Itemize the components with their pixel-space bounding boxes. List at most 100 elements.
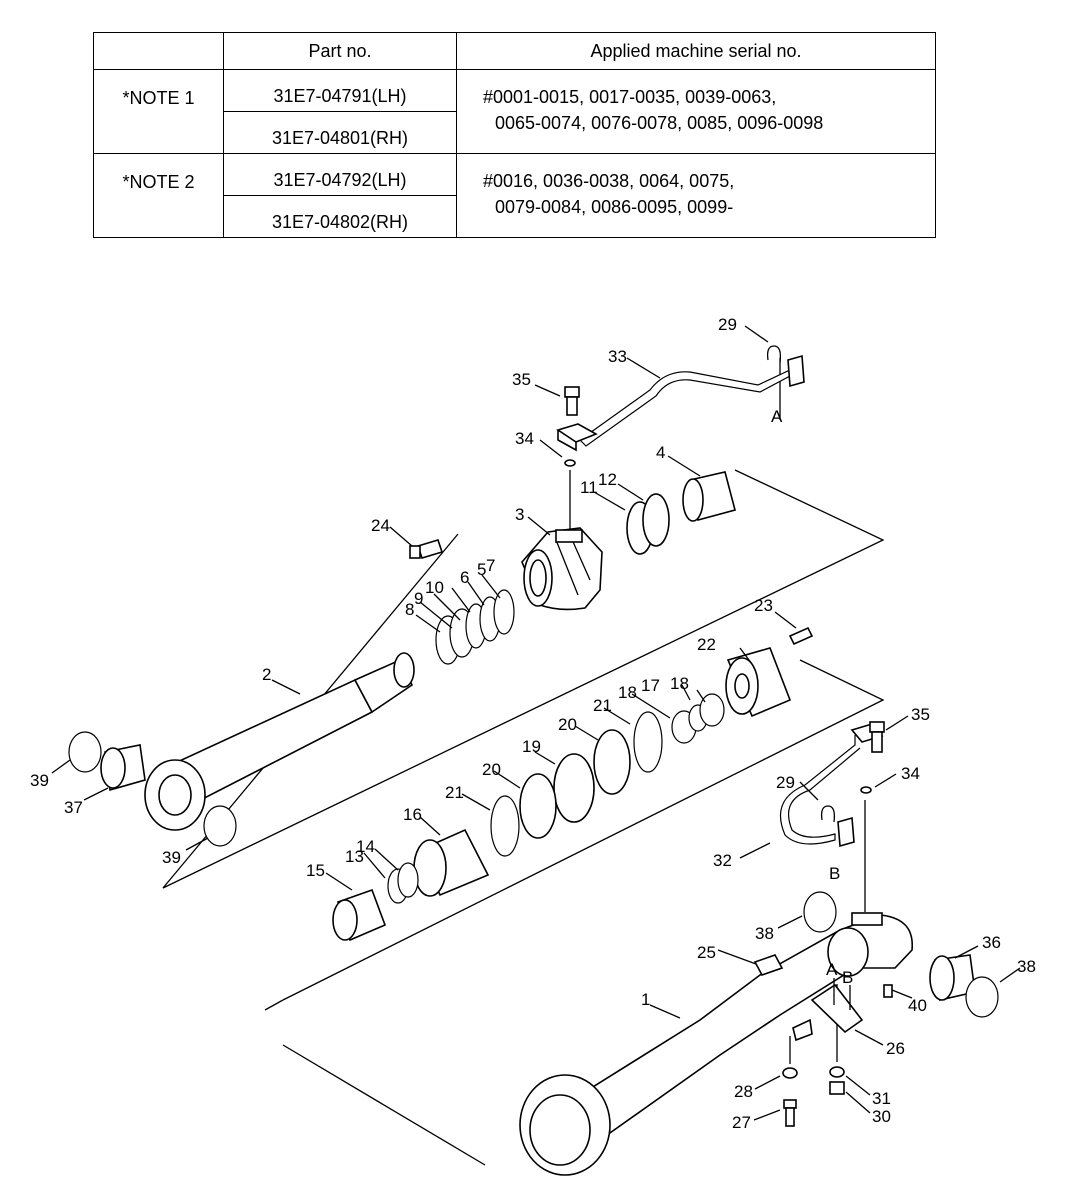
ring-12: [642, 493, 670, 547]
callout-label: 8: [405, 600, 414, 619]
oring-34-top: [564, 459, 576, 467]
callout-label: A: [771, 407, 783, 426]
callout-label: 25: [697, 943, 716, 962]
callout-label: 38: [1017, 957, 1036, 976]
callout-label: 5: [477, 560, 486, 579]
serial-line: 0079-0084, 0086-0095, 0099-: [495, 197, 734, 217]
callout-label: 17: [641, 676, 660, 695]
cylinder-tube-1: [519, 912, 913, 1176]
oring-39-left: [68, 731, 102, 773]
callout-label: B: [842, 968, 853, 987]
callout-label: 19: [522, 737, 541, 756]
cushion-15: [332, 888, 387, 942]
callout-label: 20: [558, 715, 577, 734]
serial-range-cell: #0001-0015, 0017-0035, 0039-0063, 0065-0…: [456, 69, 936, 154]
callout-label: 9: [414, 589, 423, 608]
callout-label: 28: [734, 1082, 753, 1101]
note-2-label: *NOTE 2: [93, 153, 224, 238]
callout-label: 22: [697, 635, 716, 654]
ring-21-b: [490, 795, 520, 857]
oring-38-left: [803, 891, 837, 933]
serial-line: #0001-0015, 0017-0035, 0039-0063,: [483, 87, 777, 107]
nut-22: [725, 647, 792, 718]
part-number-cell: 31E7-04801(RH): [223, 111, 457, 154]
bushing-37: [100, 744, 146, 792]
pipe-32: [779, 723, 884, 848]
ring-21-a: [633, 711, 663, 773]
callout-label: 26: [886, 1039, 905, 1058]
bolt-35-top: [564, 386, 580, 416]
note-1-label: *NOTE 1: [93, 69, 224, 154]
washer-31: [829, 1066, 845, 1078]
callout-label: 33: [608, 347, 627, 366]
callout-label: 11: [580, 478, 598, 497]
serial-line: 0065-0074, 0076-0078, 0085, 0096-0098: [495, 113, 824, 133]
part-number-cell: 31E7-04802(RH): [223, 195, 457, 238]
callout-label: 32: [713, 851, 732, 870]
piston-assembly-frame: [264, 999, 284, 1011]
callout-label: 12: [598, 470, 617, 489]
ring-18-b: [699, 693, 725, 727]
ring-20-a: [593, 729, 631, 795]
callout-label: 29: [718, 315, 737, 334]
callout-label: 39: [162, 848, 181, 867]
callout-label: 21: [593, 696, 612, 715]
callout-label: 14: [356, 837, 375, 856]
callout-label: 38: [755, 924, 774, 943]
bolt-24: [409, 539, 444, 559]
callout-label: 7: [486, 556, 495, 575]
bolt-23: [788, 626, 814, 646]
bracket-26: [810, 983, 864, 1034]
bolt-35-right: [869, 721, 885, 753]
ring-14: [397, 862, 419, 898]
washer-28: [782, 1067, 798, 1079]
callout-label: 2: [262, 665, 271, 684]
piston-rod-2: [144, 652, 415, 831]
callout-label: 3: [515, 505, 524, 524]
piston-16: [413, 828, 490, 897]
callout-label: 27: [732, 1113, 751, 1132]
oring-34-right: [860, 786, 872, 794]
callout-label: 18: [618, 683, 637, 702]
bushing-4: [682, 471, 736, 522]
seal-stack: [435, 589, 515, 665]
callout-label: 10: [425, 578, 444, 597]
serial-line: #0016, 0036-0038, 0064, 0075,: [483, 171, 735, 191]
table-row: 31E7-04802(RH): [94, 195, 936, 238]
callout-label: 20: [482, 760, 501, 779]
callout-label: 34: [901, 764, 920, 783]
table-row: *NOTE 2 31E7-04792(LH) #0016, 0036-0038,…: [93, 153, 936, 238]
ring-19: [553, 753, 595, 823]
callout-label: 15: [306, 861, 325, 880]
ring-20-b: [519, 773, 557, 839]
part-number-cell: 31E7-04792(LH): [223, 153, 457, 196]
callout-label: 1: [641, 990, 650, 1009]
leader-lines: [51, 325, 1021, 1121]
callout-label: 30: [872, 1107, 891, 1126]
callout-label: 29: [776, 773, 795, 792]
callout-label: 35: [512, 370, 531, 389]
callout-label: 6: [460, 568, 469, 587]
callout-label: 34: [515, 429, 534, 448]
callout-label: 21: [445, 783, 464, 802]
callout-label: 37: [64, 798, 83, 817]
callout-label: 31: [872, 1089, 891, 1108]
oring-38-right: [965, 976, 999, 1018]
callout-label: A: [826, 960, 838, 979]
callout-label: 23: [754, 596, 773, 615]
callout-label: 40: [908, 996, 927, 1015]
rod-cover-3: [521, 527, 603, 611]
callout-label: 18: [670, 674, 689, 693]
parts-application-table: Part no. Applied machine serial no. *NOT…: [93, 32, 936, 238]
bolt-40: [883, 984, 893, 998]
table-row: *NOTE 1 31E7-04791(LH) #0001-0015, 0017-…: [93, 69, 936, 154]
callout-label: 35: [911, 705, 930, 724]
pipe-33: [556, 345, 805, 452]
piston-assembly-frame: [282, 659, 885, 1001]
callout-label: 13: [345, 847, 364, 866]
table-row: 31E7-04801(RH): [94, 111, 936, 154]
serial-range-cell: #0016, 0036-0038, 0064, 0075, 0079-0084,…: [456, 153, 936, 238]
callout-label: 36: [982, 933, 1001, 952]
tube-assembly-frame: [282, 1044, 486, 1166]
